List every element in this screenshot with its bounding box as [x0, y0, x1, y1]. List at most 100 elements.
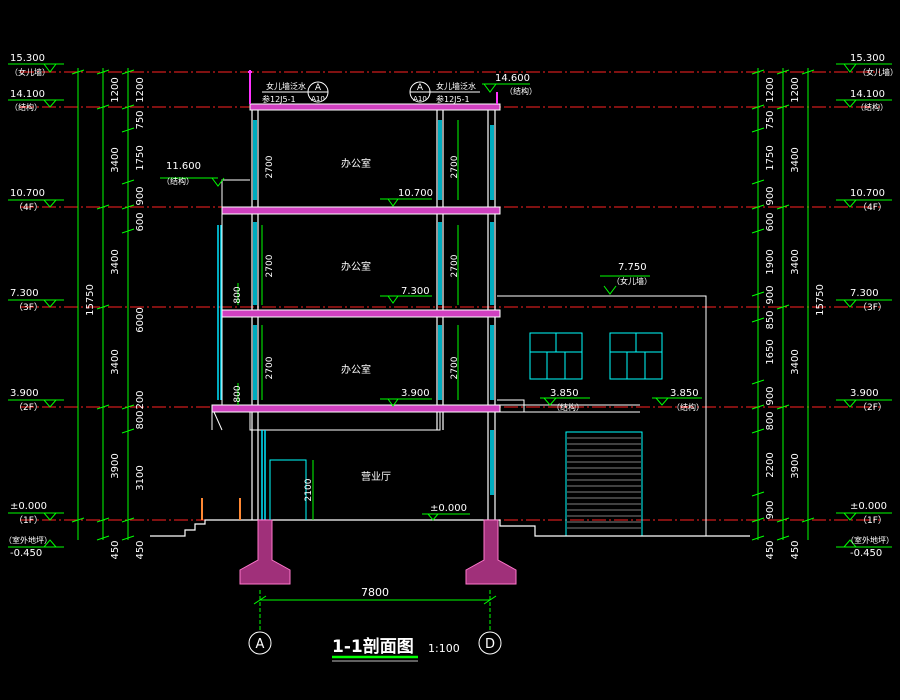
dim-text: 900 — [765, 500, 776, 519]
height-dim: 800 — [233, 286, 243, 303]
height-dim: 2700 — [265, 254, 275, 277]
left-level-marker: 10.700 （4F） — [10, 188, 45, 213]
axis-label: D — [485, 637, 495, 652]
left-level-marker: （室外地坪） -0.450 — [4, 535, 52, 559]
left-dimension-lines — [71, 68, 135, 541]
footing — [465, 519, 517, 585]
level-value: ±0.000 — [10, 501, 47, 512]
canopy-level-value: 3.850 — [670, 388, 699, 399]
room-name: 办公室 — [341, 157, 371, 170]
stair-level-value: 11.600 — [166, 161, 201, 172]
drawing-title: 1-1剖面图 — [332, 636, 414, 657]
dim-text: 900 — [135, 186, 146, 205]
canopy-level-label: （结构） — [672, 402, 704, 412]
right-level-marker: 7.300 （3F） — [850, 288, 887, 313]
level-label: （4F） — [14, 202, 43, 213]
left-level-marker: 15.300 （女儿墙） — [10, 53, 50, 77]
level-value: -0.450 — [10, 548, 42, 559]
dim-text: 1650 — [765, 339, 776, 364]
height-dim: 800 — [233, 385, 243, 402]
level-value: 14.100 — [10, 89, 45, 100]
dim-text: 2200 — [765, 452, 776, 477]
dim-text: 450 — [765, 540, 776, 559]
level-label: （1F） — [14, 515, 43, 526]
structure-level-tags: 14.600 （结构） 11.600 （结构） — [160, 73, 537, 187]
level-value: ±0.000 — [850, 501, 887, 512]
level-label: （女儿墙） — [858, 67, 898, 77]
entrance-railing — [201, 498, 241, 520]
dim-text: 800 — [135, 410, 146, 429]
level-value: 3.900 — [850, 388, 879, 399]
callout-sheet: A10 — [311, 95, 325, 103]
span-dim-value: 7800 — [361, 586, 389, 599]
canopy-level-value: 3.850 — [550, 388, 579, 399]
level-label: （4F） — [858, 202, 887, 213]
level-value: 7.300 — [850, 288, 879, 299]
dim-text: 1750 — [765, 145, 776, 170]
left-level-marker: 14.100 （结构） — [10, 89, 45, 112]
level-value: 15.300 — [850, 53, 885, 64]
dim-text: 600 — [135, 212, 146, 231]
dim-text: 1750 — [135, 145, 146, 170]
dim-text: 900 — [765, 285, 776, 304]
callout-note: 女儿墙泛水 — [436, 81, 476, 91]
right-level-triangles — [836, 63, 892, 548]
dim-text: 1200 — [110, 77, 121, 102]
callout-ref: 参12J5-1 — [436, 94, 470, 104]
dim-text: 750 — [765, 110, 776, 129]
right-dimension-lines — [751, 68, 815, 541]
dim-text: 3100 — [135, 465, 146, 490]
stair-level-label: （结构） — [162, 176, 194, 186]
dim-text: 450 — [110, 540, 121, 559]
drawing-scale: 1:100 — [428, 642, 460, 655]
dim-text: 3400 — [110, 349, 121, 374]
level-label: （3F） — [14, 302, 43, 313]
callout-index: A — [417, 83, 424, 93]
level-label: （2F） — [14, 402, 43, 413]
level-value: 3.900 — [10, 388, 39, 399]
span-dimension: 7800 — [253, 586, 497, 632]
window-glazing — [217, 120, 494, 520]
left-level-marker: 3.900 （2F） — [10, 388, 43, 413]
dim-text: 1200 — [135, 77, 146, 102]
level-label: （3F） — [858, 302, 887, 313]
level-value: 7.300 — [10, 288, 39, 299]
callout-index: A — [315, 83, 322, 93]
dim-text: 3400 — [110, 147, 121, 172]
dim-text: 3900 — [790, 453, 801, 478]
drawing-title-block: 1-1剖面图 1:100 — [332, 636, 460, 662]
room-labels: 办公室 办公室 办公室 营业厅 — [341, 157, 391, 483]
annex-outline — [497, 295, 707, 536]
right-level-marker: （室外地坪） -0.450 — [846, 535, 894, 559]
callout-ref: 参12J5-1 — [262, 94, 296, 104]
height-dim: 2100 — [304, 478, 314, 501]
dim-text: 900 — [765, 186, 776, 205]
dim-total: 15750 — [85, 284, 96, 316]
level-label: （结构） — [856, 102, 888, 112]
right-level-markers: 15.300 （女儿墙） 14.100 （结构） 10.700 （4F） 7.3… — [846, 53, 898, 559]
annex-level-markers: 7.750 （女儿墙） 3.850 （结构） 3.850 （结构） — [540, 262, 704, 412]
floor-level-value: 10.700 — [398, 188, 433, 199]
height-dim: 2700 — [450, 356, 460, 379]
right-level-marker: 15.300 （女儿墙） — [850, 53, 898, 77]
roof-level-value: 14.600 — [495, 73, 530, 84]
dim-total: 15750 — [815, 284, 826, 316]
level-value: 10.700 — [10, 188, 45, 199]
callout-sheet: A10 — [413, 95, 427, 103]
interior-dimension-lines — [237, 120, 459, 520]
left-dim-ticks — [71, 69, 135, 541]
height-dim: 2700 — [265, 356, 275, 379]
canopy-level-label: （结构） — [552, 402, 584, 412]
annex-level-value: 7.750 — [618, 262, 647, 273]
height-dim: 2700 — [265, 155, 275, 178]
detail-callout: A A10 女儿墙泛水 参12J5-1 — [262, 81, 329, 104]
right-level-marker: 10.700 （4F） — [850, 188, 887, 213]
left-level-triangles — [8, 63, 64, 548]
right-dim-ticks — [751, 69, 815, 541]
annex-window — [609, 332, 663, 380]
left-level-marker: ±0.000 （1F） — [10, 501, 47, 526]
right-level-marker: ±0.000 （1F） — [850, 501, 887, 526]
dim-text: 450 — [790, 540, 801, 559]
